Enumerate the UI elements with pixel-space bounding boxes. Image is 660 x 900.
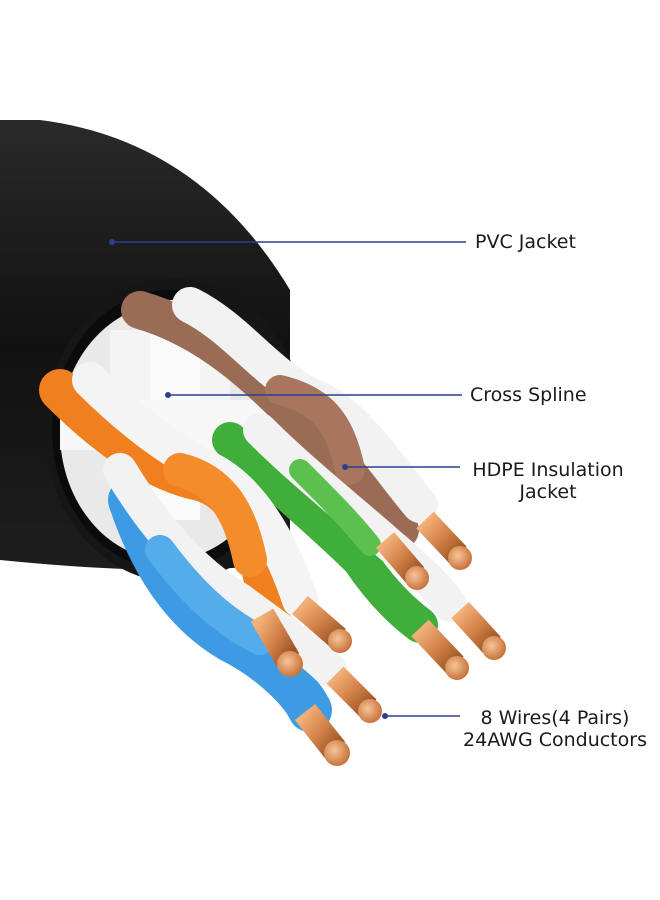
cross-spline-label: Cross Spline	[470, 384, 587, 406]
wire-pair-blue	[103, 453, 347, 732]
conductor	[375, 532, 429, 590]
conductor	[451, 601, 506, 660]
conductor	[294, 703, 350, 766]
conductor	[411, 619, 469, 680]
pvc-jacket-text: PVC Jacket	[475, 231, 576, 253]
hdpe-insulation-line1: HDPE Insulation	[472, 459, 624, 481]
conductor	[292, 595, 352, 653]
wires-line2: 24AWG Conductors	[463, 729, 647, 751]
wire-pair-brown	[121, 287, 438, 549]
copper-conductors	[250, 511, 506, 766]
wires-line1: 8 Wires(4 Pairs)	[480, 707, 630, 729]
cross-spline-text: Cross Spline	[470, 384, 587, 406]
conductor	[250, 608, 303, 677]
leader-lines	[109, 239, 466, 719]
wire-pair-orange	[39, 362, 318, 631]
wires-label: 8 Wires(4 Pairs) 24AWG Conductors	[455, 707, 655, 751]
hdpe-insulation-label: HDPE Insulation Jacket	[467, 459, 629, 503]
pvc-jacket-label: PVC Jacket	[475, 231, 576, 253]
conductor	[416, 511, 472, 570]
conductor	[326, 666, 382, 723]
wire-pair-green	[212, 413, 467, 643]
hdpe-insulation-line2: Jacket	[519, 481, 577, 503]
